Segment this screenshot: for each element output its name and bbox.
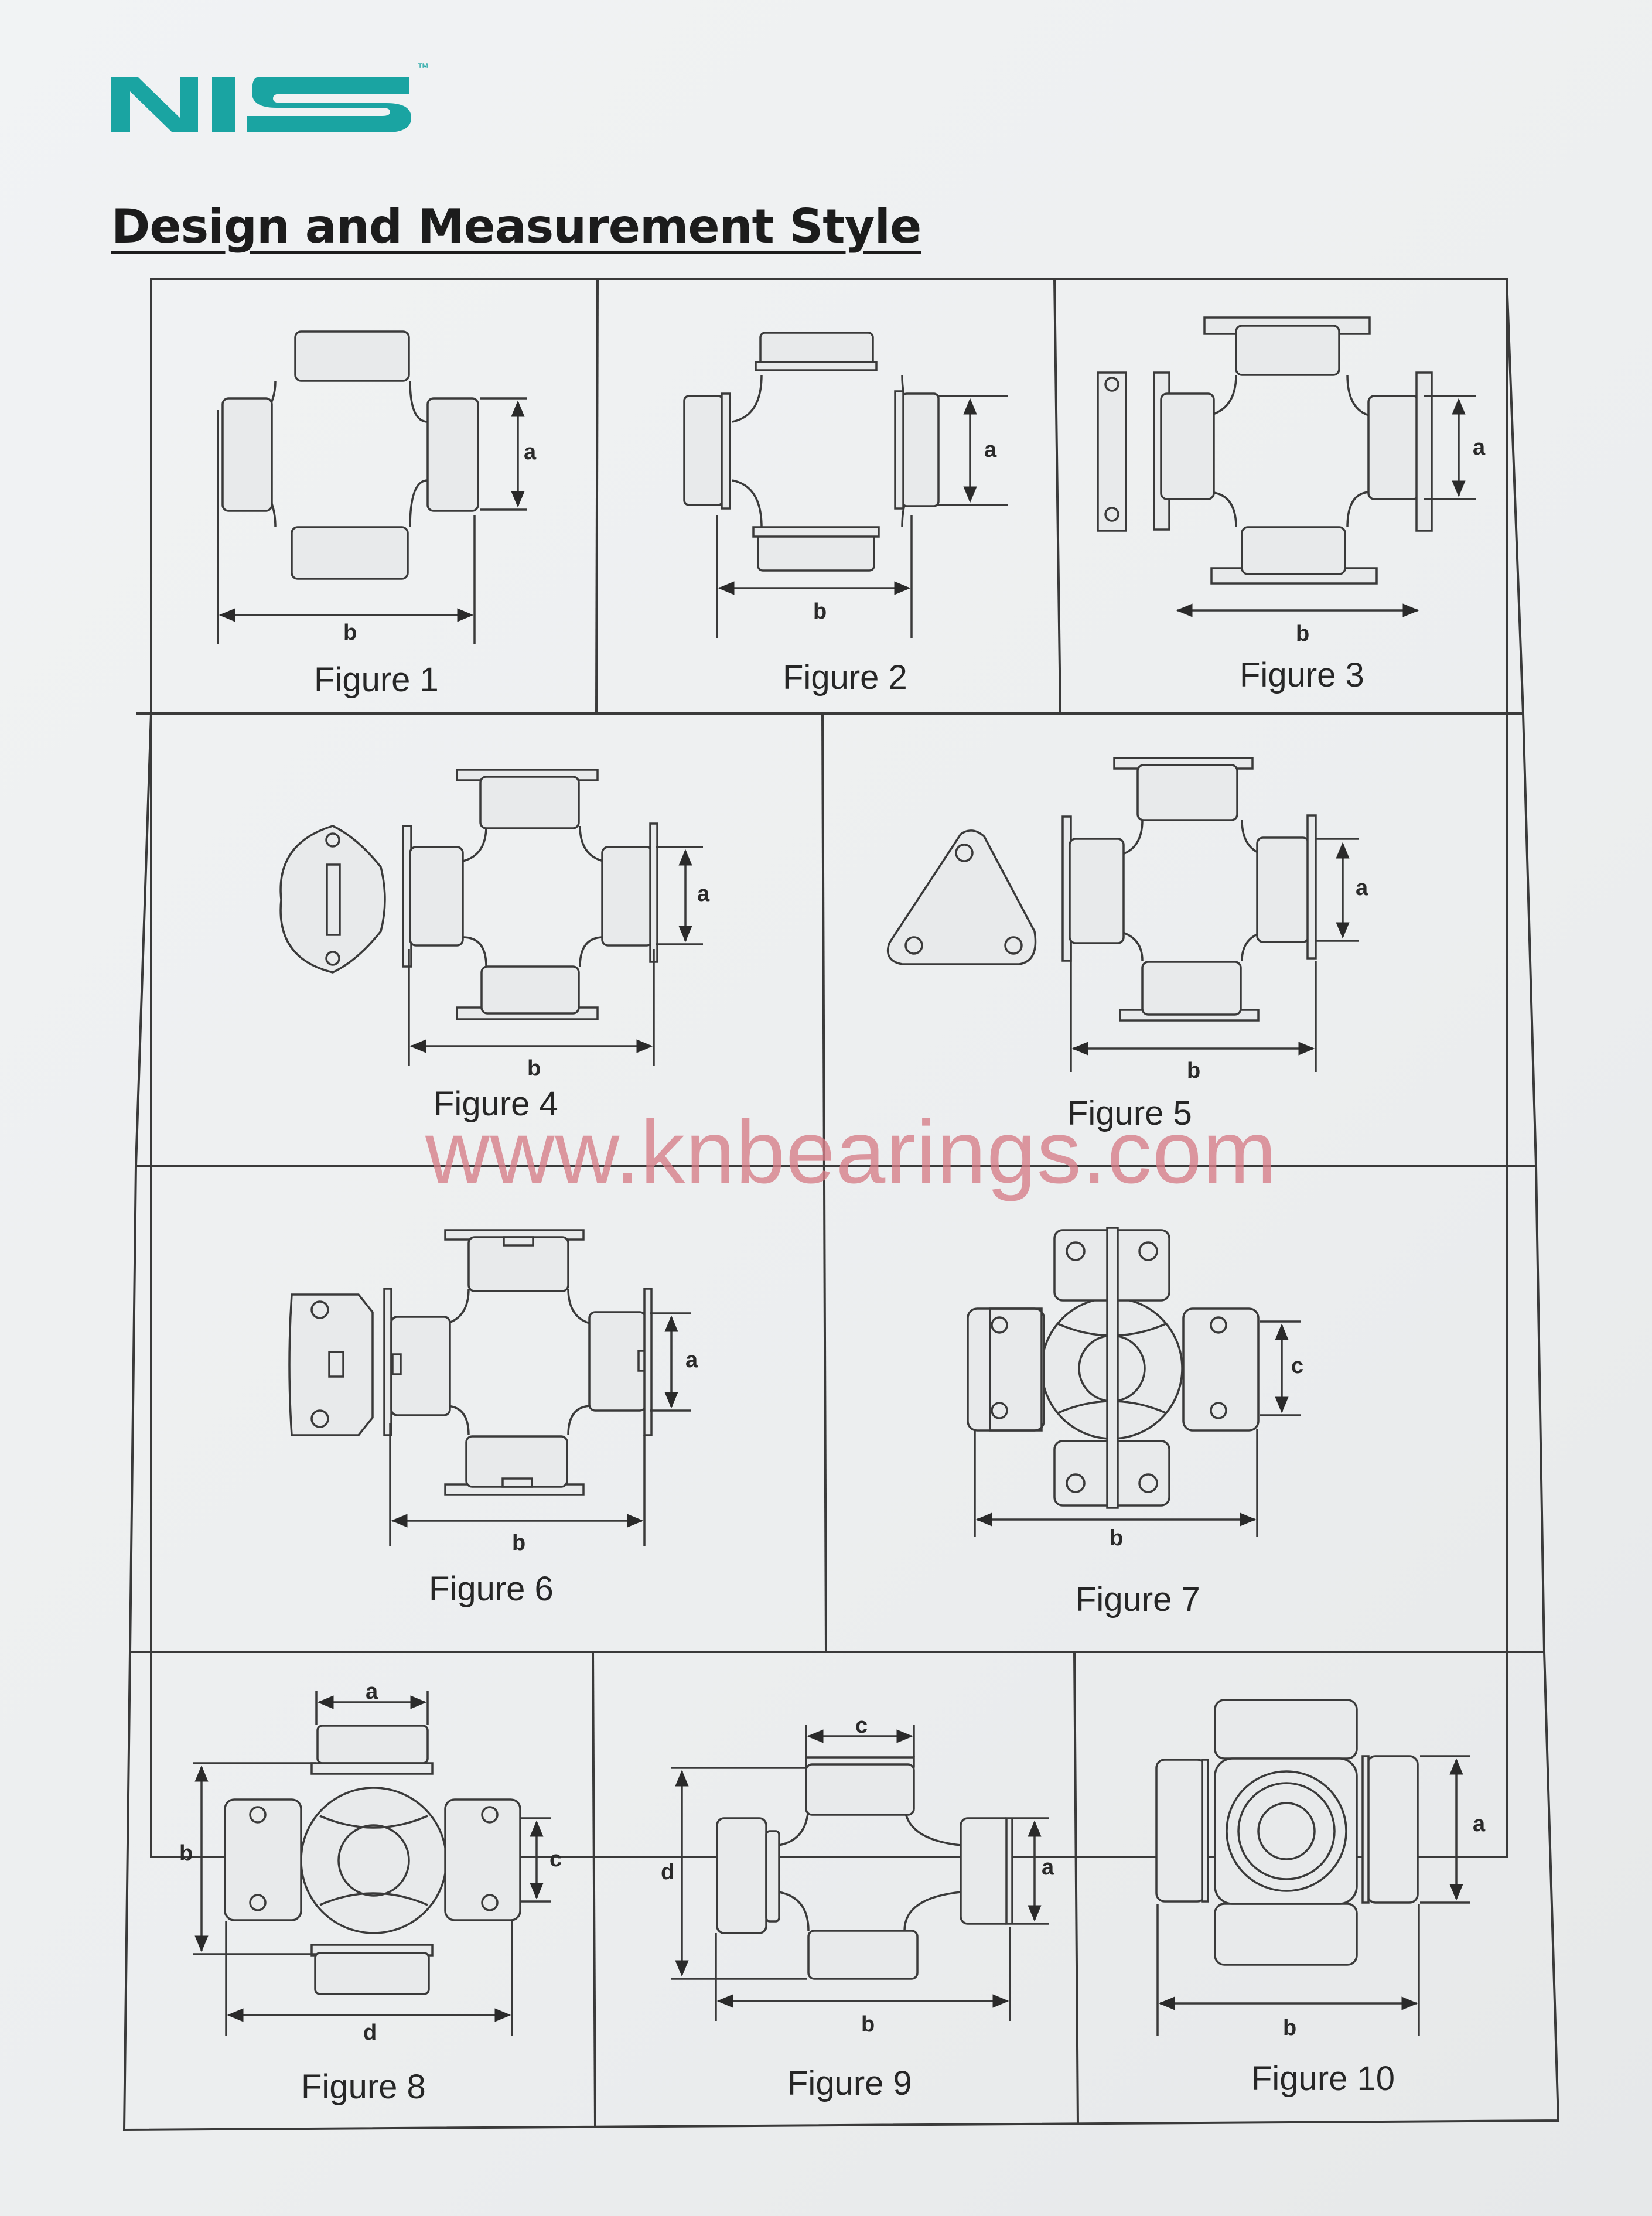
figure-10 xyxy=(1155,1699,1470,2036)
figure-2 xyxy=(683,332,1008,638)
figure-7 xyxy=(967,1227,1301,1537)
figure-4 xyxy=(279,769,703,1066)
trademark-mark: ™ xyxy=(417,62,429,74)
figure-8-dim-b: b xyxy=(179,1841,193,1866)
figure-8 xyxy=(193,1691,551,2036)
figure-4-dim-b: b xyxy=(527,1056,541,1081)
figure-3-dim-a: a xyxy=(1473,435,1486,460)
figure-6-dim-b: b xyxy=(512,1531,525,1555)
figure-1-dim-a: a xyxy=(524,440,537,465)
nis-logo: ™ xyxy=(111,62,429,132)
figure-7-caption: Figure 7 xyxy=(1076,1580,1200,1619)
figure-5-caption: Figure 5 xyxy=(1067,1094,1192,1132)
figure-5 xyxy=(886,757,1359,1072)
figure-8-caption: Figure 8 xyxy=(301,2068,426,2106)
figure-3-caption: Figure 3 xyxy=(1240,656,1364,694)
figure-9-dim-b: b xyxy=(861,2012,875,2037)
figure-1-dim-b: b xyxy=(343,620,357,645)
figure-6-caption: Figure 6 xyxy=(429,1570,554,1608)
figure-10-dim-a: a xyxy=(1473,1812,1486,1836)
figure-9 xyxy=(671,1725,1049,2021)
figure-8-dim-a: a xyxy=(366,1679,378,1704)
figure-7-dim-b: b xyxy=(1110,1526,1123,1551)
figure-2-caption: Figure 2 xyxy=(783,658,907,696)
figure-1 xyxy=(217,330,527,644)
figure-10-caption: Figure 10 xyxy=(1251,2060,1395,2098)
figure-1-caption: Figure 1 xyxy=(314,661,439,699)
figure-8-dim-c: c xyxy=(549,1847,562,1872)
figure-2-dim-b: b xyxy=(813,599,827,624)
figure-4-caption: Figure 4 xyxy=(434,1085,558,1123)
table-grid xyxy=(122,278,1560,2132)
figure-9-dim-c: c xyxy=(855,1713,868,1738)
figure-4-dim-a: a xyxy=(697,882,710,906)
figure-3-dim-b: b xyxy=(1296,622,1309,646)
figure-3 xyxy=(1097,316,1476,617)
figure-5-dim-b: b xyxy=(1187,1059,1200,1083)
figure-10-dim-b: b xyxy=(1283,2016,1296,2040)
figure-6-dim-a: a xyxy=(685,1348,698,1372)
page-title: Design and Measurement Style xyxy=(111,199,921,254)
figure-5-dim-a: a xyxy=(1356,876,1368,900)
figure-9-dim-a: a xyxy=(1042,1855,1054,1880)
figure-9-caption: Figure 9 xyxy=(787,2064,912,2102)
watermark-url: www.knbearings.com xyxy=(425,1102,1278,1202)
figure-8-dim-d: d xyxy=(363,2020,377,2045)
figure-7-dim-c: c xyxy=(1291,1354,1303,1378)
figure-6 xyxy=(288,1229,691,1546)
figure-9-dim-d: d xyxy=(661,1860,674,1884)
figure-2-dim-a: a xyxy=(984,438,997,462)
